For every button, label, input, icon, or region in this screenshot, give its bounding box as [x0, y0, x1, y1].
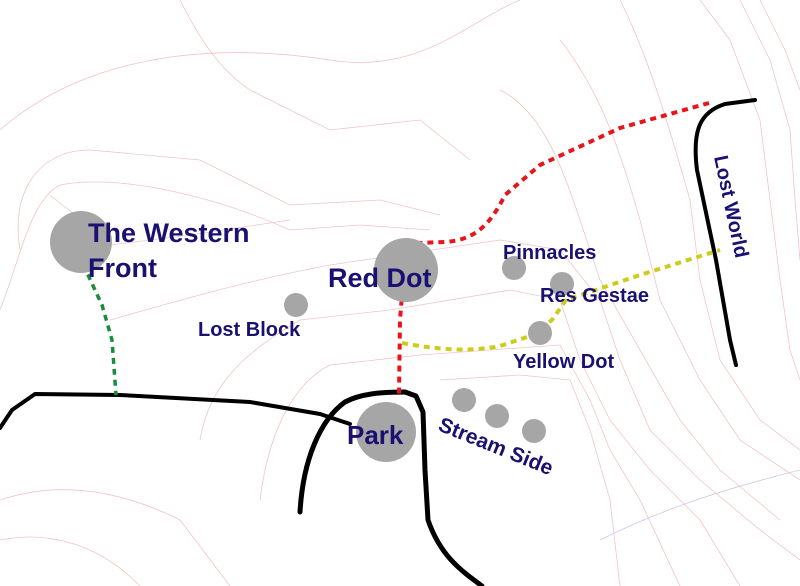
park-loop-road [297, 389, 485, 586]
park-marker[interactable] [356, 402, 416, 462]
stream-side-marker-1[interactable] [452, 388, 476, 412]
red-dot-label: Red Dot [328, 263, 432, 293]
western-front-marker[interactable] [50, 211, 112, 273]
lost-block-marker[interactable] [284, 293, 308, 317]
pinnacles-marker[interactable] [502, 256, 526, 280]
climbing-spots [50, 211, 574, 462]
stream-side-marker-3[interactable] [522, 419, 546, 443]
stream-side-marker-2[interactable] [485, 404, 509, 428]
lost-world-road [693, 98, 757, 367]
red-dot-marker[interactable] [374, 238, 438, 302]
main-road [0, 392, 352, 430]
lost-world-label: Lost World [709, 153, 752, 259]
labels: The Western Front Red Dot Lost Block Pin… [88, 153, 752, 480]
western-front-label-line2: Front [88, 253, 157, 283]
res-gestae-label: Res Gestae [540, 285, 649, 307]
pinnacles-label: Pinnacles [503, 242, 596, 264]
yellow-dot-marker[interactable] [528, 321, 552, 345]
western-front-label-line1: The Western [88, 218, 250, 248]
yellow-dot-label: Yellow Dot [513, 351, 614, 373]
res-gestae-marker[interactable] [550, 272, 574, 296]
lost-block-label: Lost Block [198, 319, 301, 341]
park-label: Park [347, 420, 404, 450]
roads [0, 98, 757, 586]
